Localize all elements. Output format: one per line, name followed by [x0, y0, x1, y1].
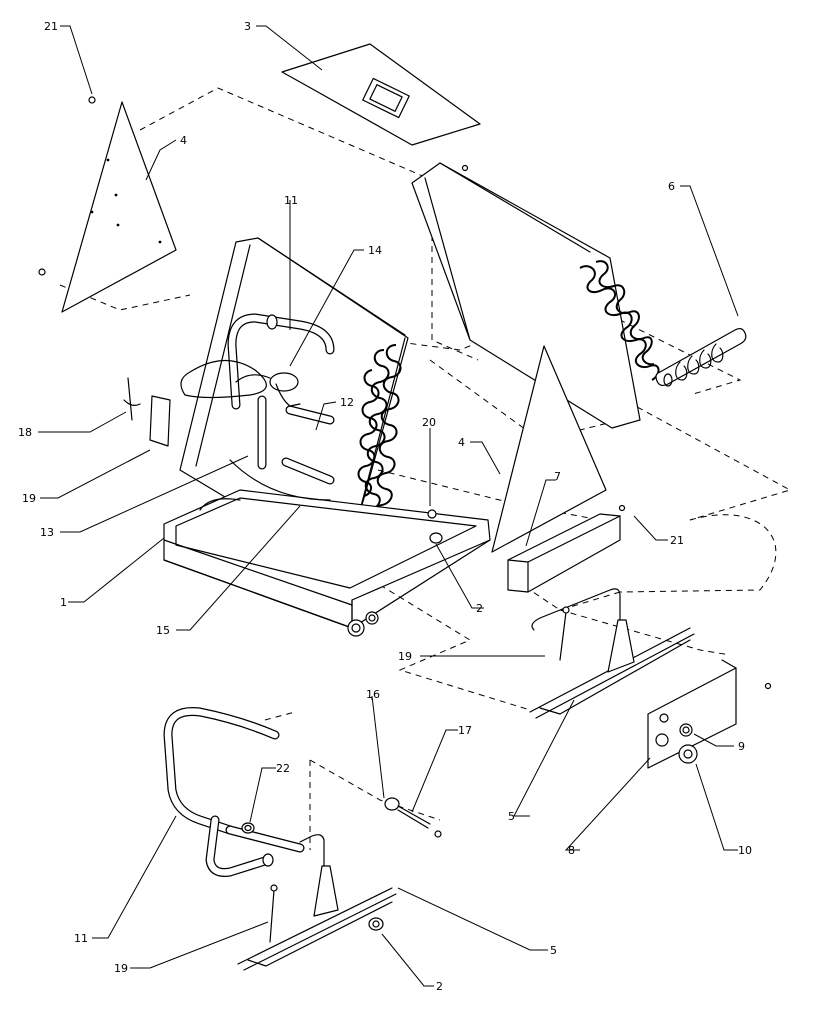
callout-7: 7: [554, 470, 561, 483]
distributor-assembly-lower: [237, 834, 397, 971]
access-panel: [647, 659, 737, 769]
top-cover-plate: [281, 43, 481, 146]
screw-icon: [38, 96, 96, 276]
callout-2: 2: [476, 602, 483, 615]
callout-16: 16: [366, 688, 380, 701]
callout-2: 2: [436, 980, 443, 993]
callout-8: 8: [568, 844, 575, 857]
callout-6: 6: [668, 180, 675, 193]
callout-19: 19: [22, 492, 36, 505]
right-coil-slab: [411, 162, 660, 429]
callout-14: 14: [368, 244, 382, 257]
coil-header-manifold: [655, 327, 747, 387]
left-side-panel: [61, 101, 177, 313]
callout-10: 10: [738, 844, 752, 857]
right-coil-return-bends: [579, 260, 660, 381]
screw-icon: [618, 504, 626, 512]
callout-15: 15: [156, 624, 170, 637]
callout-9: 9: [738, 740, 745, 753]
leader-lines: [38, 25, 739, 987]
mounting-bracket-18: [123, 377, 171, 447]
callout-17: 17: [458, 724, 472, 737]
callout-11: 11: [74, 932, 88, 945]
capillary-tube-loop: [180, 359, 267, 399]
drain-fittings: [347, 611, 379, 637]
suction-tube-lower: [163, 706, 305, 877]
callout-22: 22: [276, 762, 290, 775]
callout-18: 18: [18, 426, 32, 439]
callout-4: 4: [458, 436, 465, 449]
valve-core-and-cap: [384, 797, 442, 838]
callout-11: 11: [284, 194, 298, 207]
screw-icon: [764, 682, 772, 690]
callout-20: 20: [422, 416, 436, 429]
callout-labels: 21 3 4 6 11 14 12 18 20 4 7 19 13 21 1 2…: [18, 20, 752, 993]
distributor-tubes: [257, 395, 335, 485]
callout-12: 12: [340, 396, 354, 409]
callout-21: 21: [44, 20, 58, 33]
fitting-22: [241, 822, 255, 834]
callout-19: 19: [114, 962, 128, 975]
callout-1: 1: [60, 596, 67, 609]
callout-5: 5: [550, 944, 557, 957]
callout-21: 21: [670, 534, 684, 547]
callout-19: 19: [398, 650, 412, 663]
screw-icon: [461, 164, 469, 172]
suction-tube-upper: [227, 313, 335, 410]
left-coil-slab: [179, 237, 409, 561]
channel-bracket: [507, 513, 621, 593]
left-coil-return-bends: [357, 344, 402, 522]
callout-5: 5: [508, 810, 515, 823]
callout-4: 4: [180, 134, 187, 147]
fitting-icon: [427, 509, 443, 544]
callout-13: 13: [40, 526, 54, 539]
fitting-2-lower: [368, 917, 384, 931]
right-side-panel: [491, 345, 607, 553]
callout-3: 3: [244, 20, 251, 33]
distributor-assembly-upper: [529, 588, 695, 719]
